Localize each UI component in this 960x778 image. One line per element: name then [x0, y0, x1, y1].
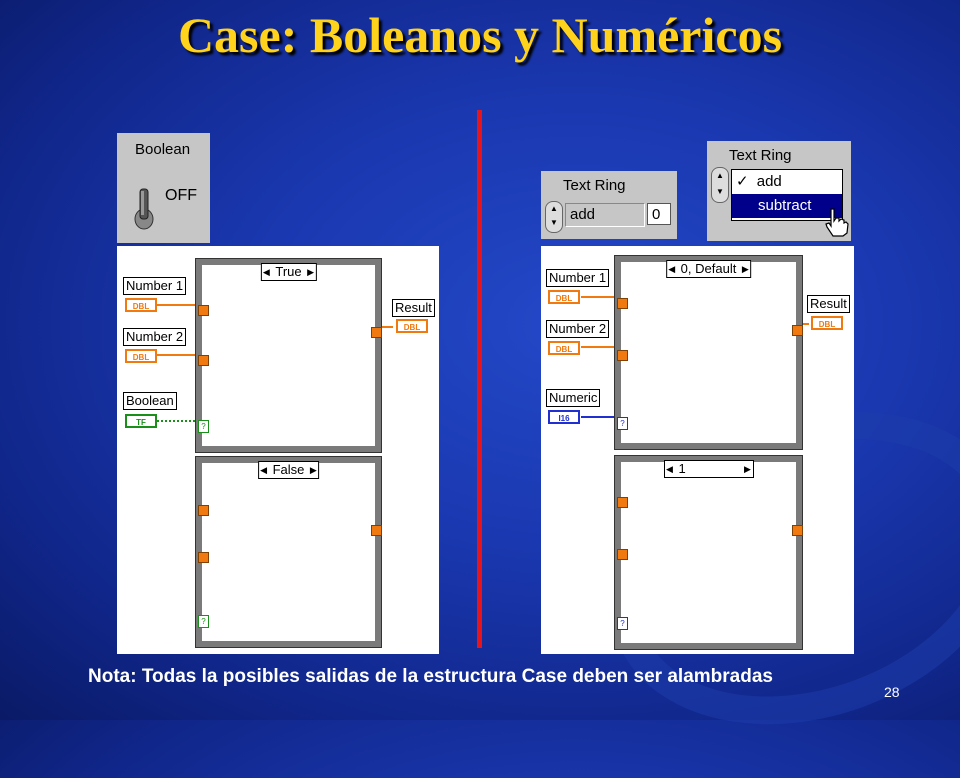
left-block-diagram: + - Number 1 DBL Number 2 DBL Boolean TF… — [117, 246, 439, 654]
input-tunnel — [617, 350, 628, 361]
ring-option-add[interactable]: ✓ add — [732, 170, 842, 194]
number2-label: Number 2 — [123, 328, 187, 346]
boolean-terminal[interactable]: TF — [125, 414, 157, 428]
next-case-icon[interactable]: ▶ — [744, 464, 751, 474]
number1-terminal[interactable]: DBL — [125, 298, 157, 312]
ring-spinner[interactable]: ▲▼ — [711, 167, 729, 203]
case-structure-1[interactable]: ◀ 1 ▶ ? — [614, 455, 803, 650]
input-tunnel — [198, 552, 209, 563]
output-tunnel — [792, 525, 803, 536]
divider-line — [477, 110, 482, 648]
number1-terminal[interactable]: DBL — [548, 290, 580, 304]
next-case-icon[interactable]: ▶ — [307, 267, 315, 277]
ring-option-label: subtract — [758, 197, 812, 214]
ring-option-subtract[interactable]: subtract — [732, 194, 842, 218]
input-tunnel — [198, 305, 209, 316]
result-label: Result — [392, 299, 435, 317]
right-block-diagram: + - Number 1 DBL Number 2 DBL Numeric I1… — [541, 246, 854, 654]
page-number: 28 — [884, 684, 900, 700]
case-selector[interactable]: ◀ False ▶ — [257, 461, 320, 479]
prev-case-icon[interactable]: ◀ — [260, 465, 268, 475]
input-tunnel — [617, 298, 628, 309]
number1-label: Number 1 — [123, 277, 187, 295]
result-terminal[interactable]: DBL — [811, 316, 843, 330]
ring-index-field: 0 — [647, 203, 671, 225]
selector-terminal: ? — [198, 420, 209, 433]
ring-spinner[interactable]: ▲▼ — [545, 201, 563, 233]
ring-value-field[interactable]: add — [565, 203, 645, 227]
case-selector[interactable]: ◀ 0, Default ▶ — [665, 260, 752, 278]
case-structure-default[interactable]: ◀ 0, Default ▶ ? — [614, 255, 803, 450]
prev-case-icon[interactable]: ◀ — [666, 464, 673, 474]
toggle-switch[interactable] — [133, 185, 154, 230]
check-mark-icon: ✓ — [736, 173, 749, 190]
text-ring-menu-panel: Text Ring ▲▼ ✓ add subtract — [707, 141, 851, 241]
number2-label: Number 2 — [546, 320, 610, 338]
numeric-label: Numeric — [546, 389, 601, 407]
slide-title: Case: Boleanos y Numéricos — [177, 7, 783, 63]
boolean-control-label: Boolean — [135, 141, 191, 158]
number2-terminal[interactable]: DBL — [125, 349, 157, 363]
output-tunnel — [371, 327, 382, 338]
result-terminal[interactable]: DBL — [396, 319, 428, 333]
prev-case-icon[interactable]: ◀ — [262, 267, 270, 277]
hand-cursor-icon — [825, 208, 849, 237]
prev-case-icon[interactable]: ◀ — [668, 264, 676, 274]
input-tunnel — [198, 505, 209, 516]
selector-terminal: ? — [617, 417, 628, 430]
toggle-switch-icon — [134, 188, 154, 230]
boolean-state-text: OFF — [165, 187, 197, 204]
output-tunnel — [371, 525, 382, 536]
input-tunnel — [617, 549, 628, 560]
text-ring-small-label: Text Ring — [563, 177, 626, 194]
boolean-label: Boolean — [123, 392, 177, 410]
number1-label: Number 1 — [546, 269, 610, 287]
output-tunnel — [792, 325, 803, 336]
text-ring-menu-label: Text Ring — [729, 147, 792, 164]
input-tunnel — [617, 497, 628, 508]
case-structure-false[interactable]: ◀ False ▶ ? — [195, 456, 382, 648]
next-case-icon[interactable]: ▶ — [741, 264, 749, 274]
slide-note: Nota: Todas la posibles salidas de la es… — [88, 666, 773, 687]
boolean-control-panel: Boolean OFF — [117, 133, 210, 243]
ring-dropdown-menu: ✓ add subtract — [731, 169, 843, 221]
case-selector[interactable]: ◀ True ▶ — [260, 263, 317, 281]
case-selector[interactable]: ◀ 1 ▶ — [663, 460, 754, 478]
result-label: Result — [807, 295, 850, 313]
selector-terminal: ? — [198, 615, 209, 628]
selector-terminal: ? — [617, 617, 628, 630]
case-structure-true[interactable]: ◀ True ▶ ? — [195, 258, 382, 453]
text-ring-small-panel: Text Ring ▲▼ add 0 — [541, 171, 677, 239]
ring-option-label: add — [756, 173, 782, 190]
number2-terminal[interactable]: DBL — [548, 341, 580, 355]
input-tunnel — [198, 355, 209, 366]
numeric-terminal[interactable]: I16 — [548, 410, 580, 424]
next-case-icon[interactable]: ▶ — [309, 465, 317, 475]
